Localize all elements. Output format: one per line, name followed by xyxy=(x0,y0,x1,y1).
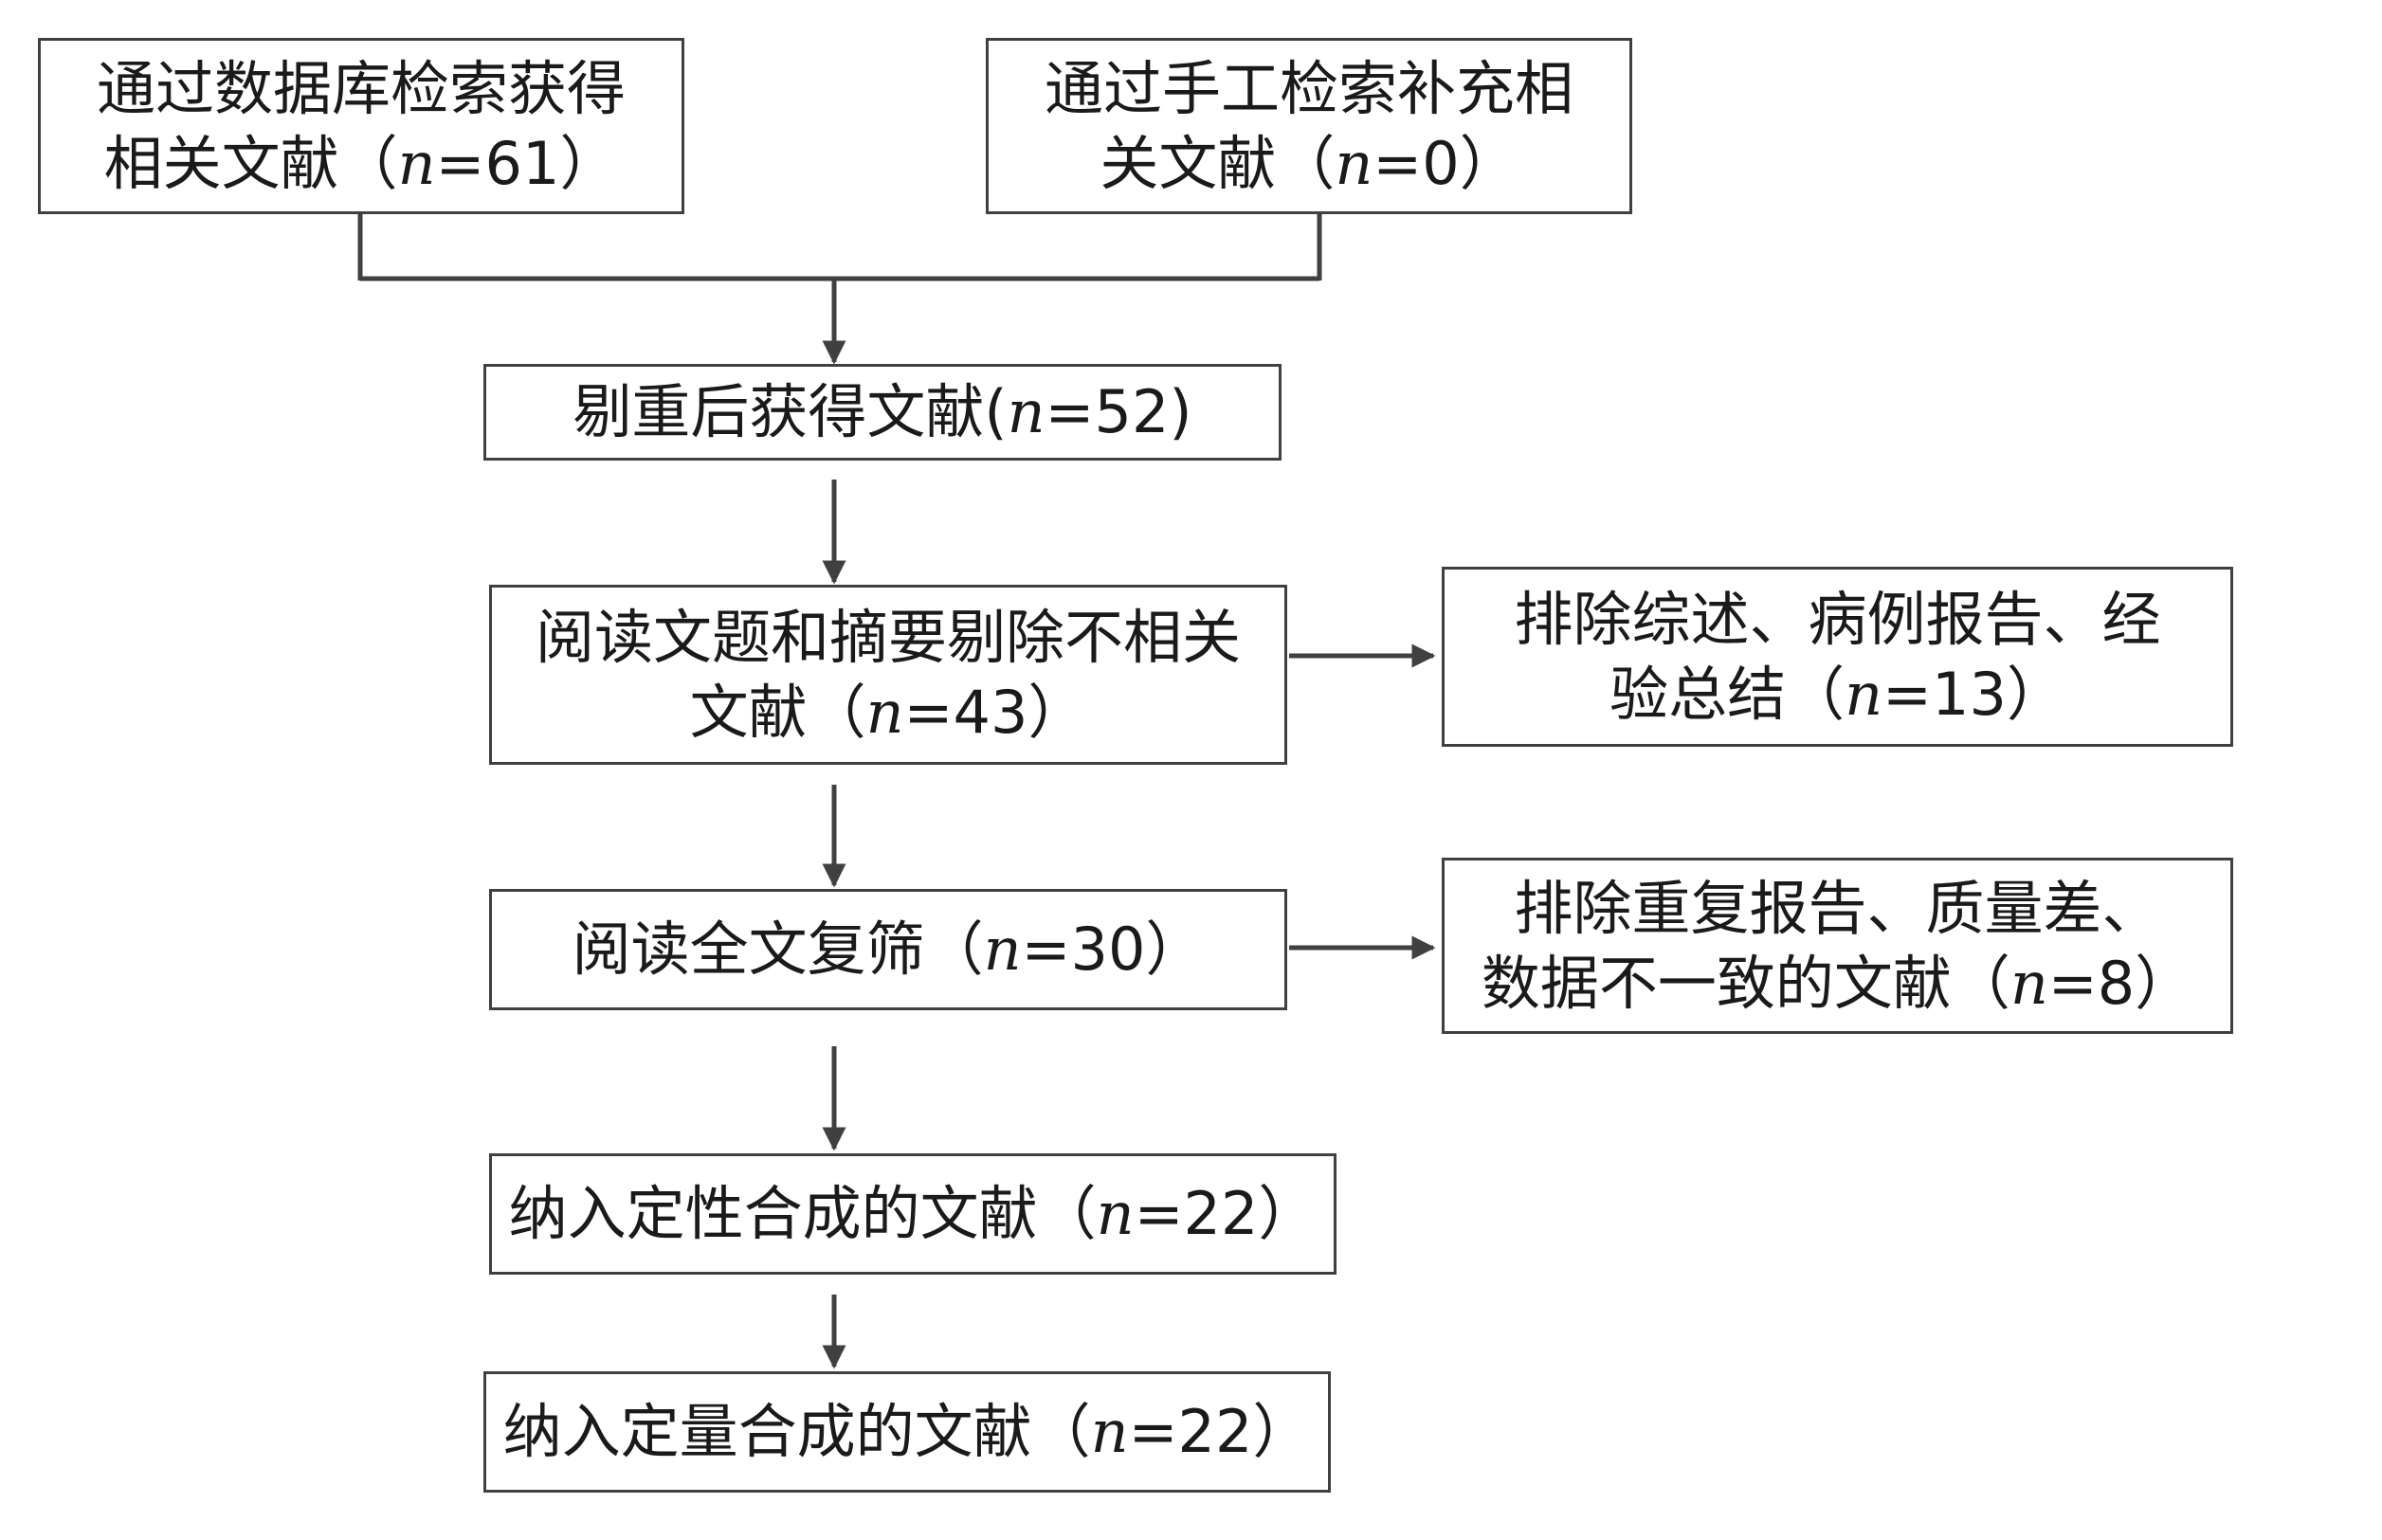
box-text: 验总结（ xyxy=(1609,660,1846,729)
box-count: =22） xyxy=(1128,1397,1312,1467)
qualitative-synthesis-box: 纳入定性合成的文献（n=22） xyxy=(489,1153,1336,1275)
n-symbol: n xyxy=(2009,949,2048,1018)
box-count: =0） xyxy=(1373,129,1518,198)
n-symbol: n xyxy=(1096,1179,1135,1249)
n-symbol: n xyxy=(1090,1397,1129,1467)
database-search-box: 通过数据库检索获得 相关文献（n=61） xyxy=(38,38,684,214)
box-text-line1: 排除综述、病例报告、经 xyxy=(1514,584,2161,654)
box-text: 相关文献（ xyxy=(103,129,398,198)
n-symbol: n xyxy=(865,678,904,747)
box-text: 纳入定量合成的文献（ xyxy=(502,1397,1091,1467)
box-count: =52) xyxy=(1045,377,1192,447)
box-text: 文献（ xyxy=(689,678,866,747)
box-text: 纳入定性合成的文献（ xyxy=(508,1179,1097,1249)
exclude-duplicates-box: 排除重复报告、质量差、 数据不一致的文献（n=8） xyxy=(1442,858,2233,1034)
box-text: 剔重后获得文献( xyxy=(573,377,1008,447)
n-symbol: n xyxy=(1007,377,1046,447)
n-symbol: n xyxy=(397,129,436,198)
box-text-line1: 阅读文题和摘要剔除不相关 xyxy=(535,602,1241,672)
box-count: =13） xyxy=(1882,660,2065,729)
box-text-line1: 通过数据库检索获得 xyxy=(96,53,626,123)
title-abstract-screen-box: 阅读文题和摘要剔除不相关 文献（n=43） xyxy=(489,585,1287,765)
box-text: 阅读全文复筛（ xyxy=(572,915,984,985)
box-text-line2: 验总结（n=13） xyxy=(1514,657,2160,732)
n-symbol: n xyxy=(1335,129,1373,198)
box-text-line1: 阅读全文复筛（n=30） xyxy=(573,912,1205,987)
box-text-line1: 纳入定量合成的文献（n=22） xyxy=(503,1394,1312,1469)
box-text-line2: 关文献（n=0） xyxy=(1045,126,1573,201)
box-text-line1: 纳入定性合成的文献（n=22） xyxy=(509,1176,1318,1251)
box-count: =30） xyxy=(1021,915,1205,985)
full-text-screen-box: 阅读全文复筛（n=30） xyxy=(489,889,1287,1010)
box-text: 数据不一致的文献（ xyxy=(1481,949,2010,1018)
box-text-line2: 相关文献（n=61） xyxy=(97,126,626,201)
box-text-line2: 文献（n=43） xyxy=(536,675,1241,750)
box-count: =22） xyxy=(1134,1179,1318,1249)
box-text-line1: 剔重后获得文献(n=52) xyxy=(573,374,1191,449)
n-symbol: n xyxy=(1845,660,1883,729)
manual-search-box: 通过手工检索补充相 关文献（n=0） xyxy=(986,38,1632,214)
exclude-reviews-box: 排除综述、病例报告、经 验总结（n=13） xyxy=(1442,567,2233,747)
box-count: =8） xyxy=(2047,949,2194,1018)
n-symbol: n xyxy=(983,915,1022,985)
box-text-line1: 通过手工检索补充相 xyxy=(1044,53,1573,123)
box-text-line1: 排除重复报告、质量差、 xyxy=(1514,873,2161,943)
box-count: =43） xyxy=(903,678,1087,747)
after-dedup-box: 剔重后获得文献(n=52) xyxy=(483,364,1282,461)
quantitative-synthesis-box: 纳入定量合成的文献（n=22） xyxy=(483,1371,1331,1493)
box-text: 关文献（ xyxy=(1100,129,1336,198)
box-text-line2: 数据不一致的文献（n=8） xyxy=(1482,946,2193,1021)
box-count: =61） xyxy=(435,129,619,198)
